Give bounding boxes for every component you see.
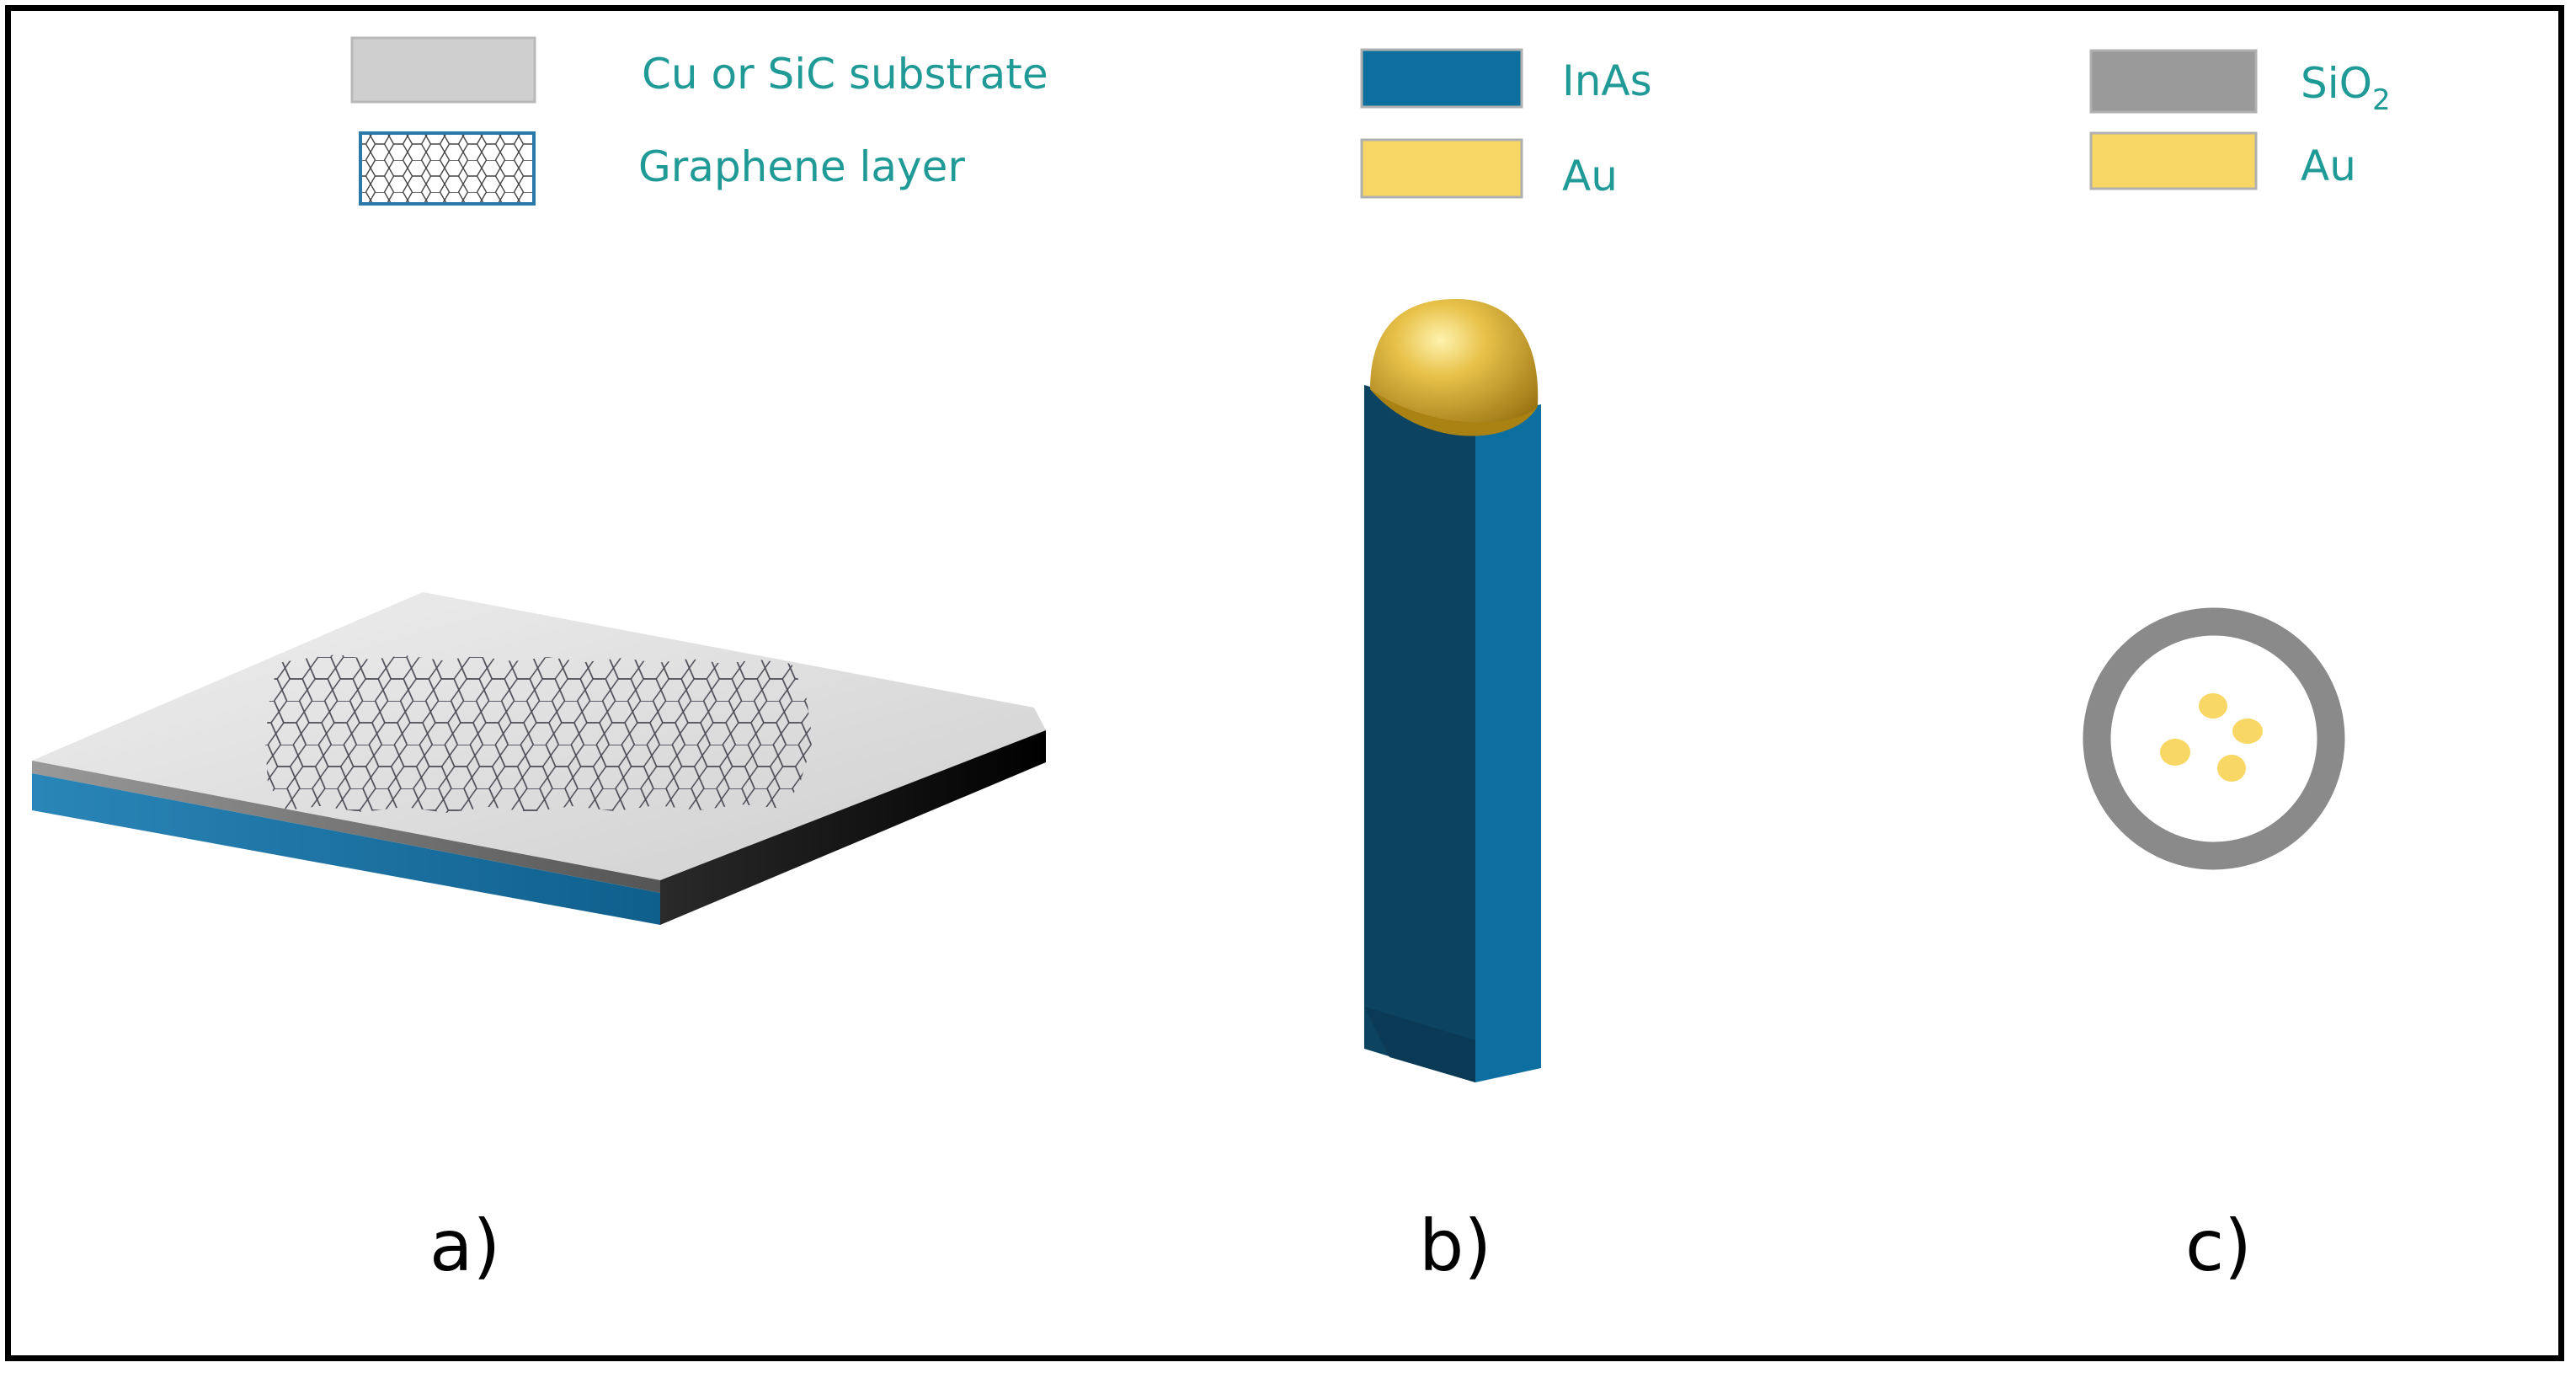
legend-au-c: Au xyxy=(2089,131,2356,190)
inas-swatch xyxy=(1360,48,1523,109)
sio2-base-text: SiO xyxy=(2301,59,2372,108)
panel-c-ring xyxy=(2083,607,2345,870)
au-swatch-c xyxy=(2089,131,2258,190)
graphene-swatch-border xyxy=(359,131,536,206)
panel-b-nanowire xyxy=(1364,299,1541,1082)
sio2-subscript: 2 xyxy=(2372,83,2391,117)
legend-substrate-label: Cu or SiC substrate xyxy=(642,50,1048,99)
au-particle-1 xyxy=(2199,693,2227,719)
nanowire-right-face xyxy=(1475,404,1541,1082)
au-cap-base xyxy=(1370,389,1538,436)
graphene-hexagon-icon xyxy=(360,133,534,204)
nanowire-left-face xyxy=(1364,385,1475,1082)
panel-c-label: c) xyxy=(2185,1205,2252,1287)
figure-frame xyxy=(5,5,2564,1361)
substrate-swatch xyxy=(350,36,536,104)
substrate-top-rim xyxy=(32,761,660,893)
sio2-swatch xyxy=(2089,49,2258,114)
legend-au-b-label: Au xyxy=(1562,152,1618,200)
legend-graphene: Graphene layer xyxy=(359,131,965,206)
substrate-side-face xyxy=(660,730,1046,925)
substrate-front-face xyxy=(32,773,660,925)
legend-inas: InAs xyxy=(1360,48,1652,109)
panel-b-label: b) xyxy=(1419,1205,1491,1287)
legend-inas-label: InAs xyxy=(1562,56,1652,105)
panel-a-substrate xyxy=(32,592,1046,925)
sio2-ring xyxy=(2083,607,2345,870)
panel-a-label: a) xyxy=(429,1205,500,1287)
au-swatch-b xyxy=(1360,138,1523,199)
au-particle-2 xyxy=(2232,719,2263,744)
legend-sio2-label: SiO2 xyxy=(2301,59,2391,117)
au-particle-3 xyxy=(2160,739,2190,766)
legend-au-c-label: Au xyxy=(2301,142,2356,190)
legend-au-b: Au xyxy=(1360,138,1618,200)
legend-substrate: Cu or SiC substrate xyxy=(350,36,1048,104)
legend-graphene-label: Graphene layer xyxy=(638,142,965,191)
au-particle-4 xyxy=(2217,755,2246,782)
nanowire-bottom-bevel xyxy=(1364,1007,1475,1082)
graphene-lattice xyxy=(265,654,813,813)
graphene-sheet xyxy=(265,654,813,813)
au-catalyst-cap xyxy=(1370,299,1539,436)
legend-sio2: SiO2 xyxy=(2089,49,2391,117)
